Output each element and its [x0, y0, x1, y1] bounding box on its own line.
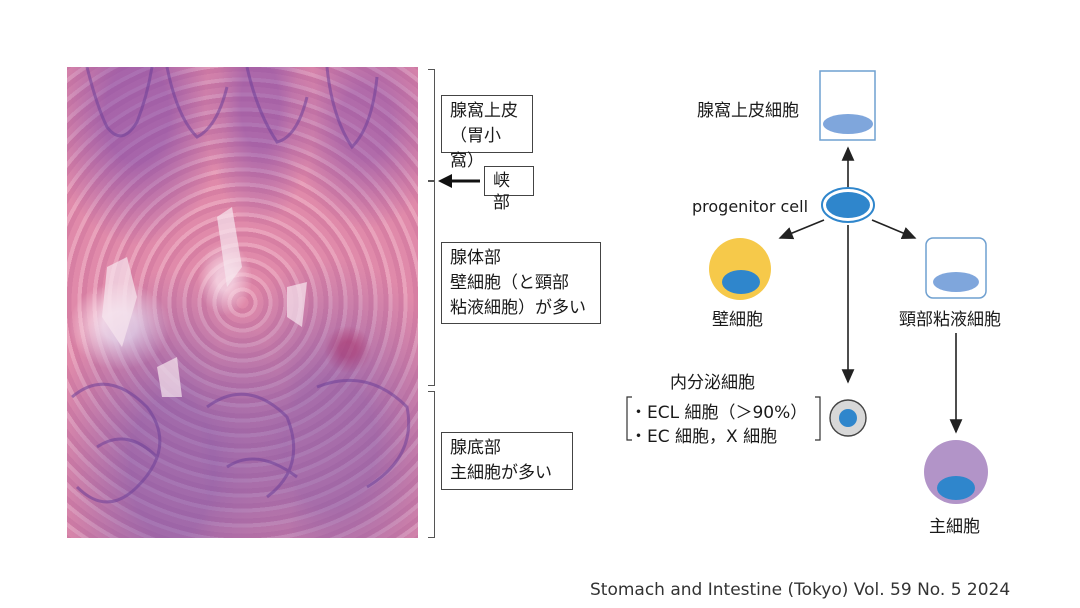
journal-footer: Stomach and Intestine (Tokyo) Vol. 59 No…	[590, 580, 1011, 600]
label-body-line1: 腺体部	[450, 248, 501, 268]
label-foveolar-cell: 腺窩上皮細胞	[697, 101, 799, 121]
label-endocrine-item-2: ・EC 細胞，X 細胞	[630, 427, 778, 447]
label-endocrine-title: 内分泌細胞	[670, 373, 755, 393]
label-gland-body: 腺体部 壁細胞（と頸部 粘液細胞）が多い	[441, 242, 601, 324]
progenitor-cell-shape	[821, 187, 875, 223]
label-progenitor-cell: progenitor cell	[692, 197, 809, 216]
label-endocrine-item-1: ・ECL 細胞（＞90%）	[630, 403, 808, 423]
bracket-foveolar	[428, 69, 435, 181]
label-foveolar-epithelium: 腺窩上皮 （胃小窩）	[441, 95, 533, 171]
cell-lineage-diagram	[626, 70, 988, 504]
chief-cell-shape	[924, 440, 988, 504]
histology-image	[67, 67, 418, 538]
isthmus-arrow	[438, 174, 480, 188]
neck-mucous-cell-shape	[925, 237, 987, 299]
label-neck-mucous-cell: 頸部粘液細胞	[899, 310, 1001, 330]
label-base-line1: 腺底部	[450, 438, 501, 458]
label-body-line2: 壁細胞（と頸部	[450, 273, 569, 293]
label-parietal-cell: 壁細胞	[712, 310, 763, 330]
foveolar-cell-shape	[819, 70, 876, 141]
label-foveolar-line2: （胃小窩）	[450, 126, 501, 171]
label-foveolar-line1: 腺窩上皮	[450, 101, 518, 121]
endocrine-list-bracket-left	[626, 396, 632, 441]
endocrine-list-bracket-right	[815, 396, 821, 441]
label-gland-base: 腺底部 主細胞が多い	[441, 432, 573, 490]
bracket-body	[428, 181, 435, 386]
endocrine-cell-shape	[829, 399, 867, 437]
histology-texture	[71, 67, 411, 504]
label-chief-cell: 主細胞	[929, 517, 980, 537]
arrow-to-parietal	[778, 219, 825, 240]
bracket-base	[428, 391, 435, 538]
parietal-cell-shape	[709, 238, 771, 300]
label-body-line3: 粘液細胞）が多い	[450, 298, 586, 318]
arrow-to-neck-mucous	[871, 219, 917, 239]
label-base-line2: 主細胞が多い	[450, 463, 552, 483]
label-isthmus: 峡部	[484, 166, 534, 213]
